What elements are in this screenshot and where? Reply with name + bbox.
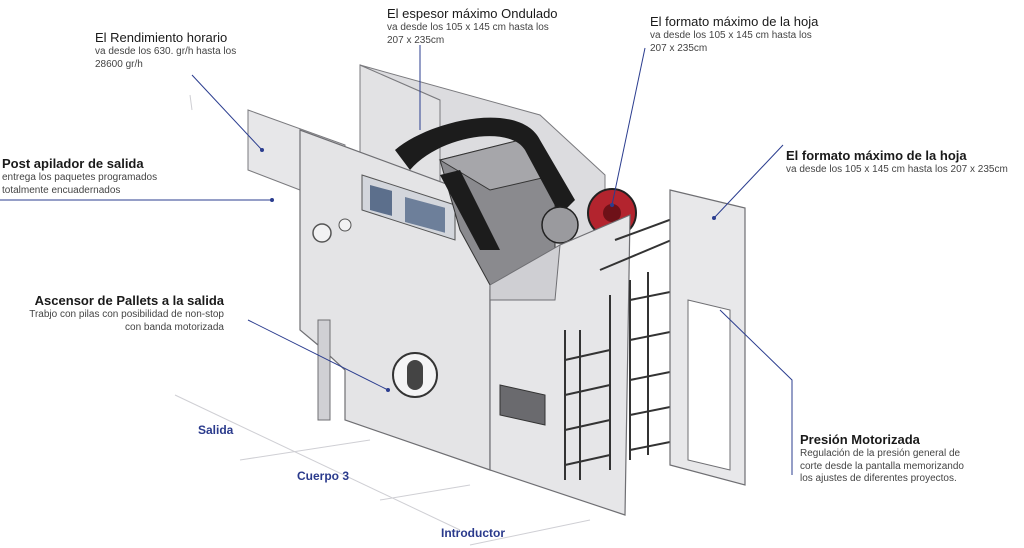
ascensor-desc-2: con banda motorizada [125, 321, 224, 333]
display-left [370, 184, 392, 216]
leader-lines [0, 45, 793, 475]
ascensor-desc-1: Trabjo con pilas con posibilidad de non-… [29, 309, 224, 320]
presion-desc-3: los ajustes de diferentes proyectos. [800, 473, 957, 484]
formato-top-desc-1: va desde los 105 x 145 cm hasta los [650, 30, 812, 41]
formato-right-desc-1: va desde los 105 x 145 cm hasta los 207 … [786, 164, 1008, 175]
gauge-small [338, 218, 352, 232]
gear-wheel [541, 206, 579, 244]
post-apilador-desc-1: entrega los paquetes programados [2, 172, 158, 183]
formato-top-title: El formato máximo de la hoja [650, 14, 819, 29]
presion-desc-2: corte desde la pantalla memorizando [800, 460, 964, 472]
formato-top-desc-2: 207 x 235cm [650, 42, 708, 54]
floor-lines [174, 94, 591, 546]
ascensor-title: Ascensor de Pallets a la salida [34, 293, 224, 308]
rendimiento-title: El Rendimiento horario [95, 30, 228, 45]
section-label-introductor: Introductor [441, 526, 505, 540]
section-label-salida: Salida [198, 423, 234, 437]
section-label-cuerpo: Cuerpo 3 [297, 469, 350, 483]
post-apilador-title: Post apilador de salida [2, 156, 144, 171]
formato-right-title: El formato máximo de la hoja [786, 148, 967, 163]
rendimiento-desc-1: va desde los 630. gr/h hasta los [95, 46, 237, 57]
drive-belt [395, 117, 575, 215]
red-motor-hub [603, 204, 621, 222]
pallet-elevator-frame [564, 204, 711, 480]
presion-desc-1: Regulación de la presión general de [800, 448, 961, 459]
right-panel-cutout [687, 299, 731, 471]
espesor-desc-1: va desde los 105 x 145 cm hasta los [387, 22, 549, 33]
presion-title: Presión Motorizada [800, 432, 920, 447]
inspection-window [499, 384, 546, 426]
callout-rendimiento: El Rendimiento horario va desde los 630.… [95, 30, 236, 71]
display-right [405, 197, 445, 233]
callout-ascensor: Ascensor de Pallets a la salida Trabjo c… [2, 293, 224, 334]
rendimiento-desc-2: 28600 gr/h [95, 58, 143, 70]
post-apilador-desc-2: totalmente encuadernados [2, 184, 121, 196]
callout-presion: Presión Motorizada Regulación de la pres… [800, 432, 964, 486]
espesor-title: El espesor máximo Ondulado [387, 6, 558, 21]
espesor-desc-2: 207 x 235cm [387, 34, 445, 46]
gauge [312, 223, 332, 243]
callout-formato-right: El formato máximo de la hoja va desde lo… [786, 148, 1008, 177]
left-leg [317, 319, 331, 421]
dial-slot [407, 360, 423, 390]
callout-espesor: El espesor máximo Ondulado va desde los … [387, 6, 558, 47]
callout-formato-top: El formato máximo de la hoja va desde lo… [650, 14, 818, 55]
drive-belt-lower [440, 170, 500, 250]
callout-post-apilador: Post apilador de salida entrega los paqu… [2, 156, 157, 197]
inner-tray [489, 244, 561, 301]
